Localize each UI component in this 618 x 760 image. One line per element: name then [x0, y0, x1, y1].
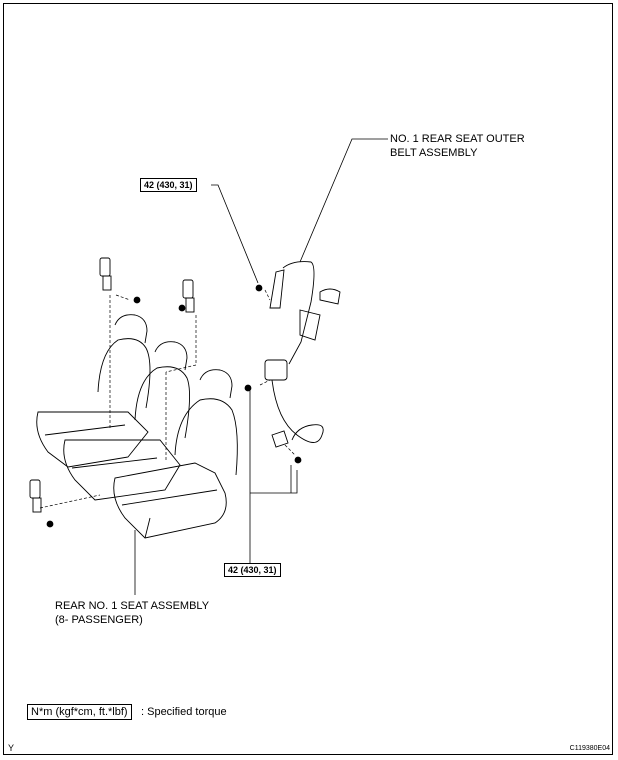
- torque-label-upper: 42 (430, 31): [140, 178, 197, 192]
- belt-assembly-callout-line2: BELT ASSEMBLY: [390, 147, 478, 159]
- torque-legend-unit: N*m (kgf*cm, ft.*lbf): [27, 704, 132, 720]
- footer-code: Y: [8, 743, 15, 753]
- torque-label-lower: 42 (430, 31): [224, 563, 281, 577]
- belt-assembly-callout: NO. 1 REAR SEAT OUTER BELT ASSEMBLY: [390, 132, 525, 160]
- seat-assembly-callout-line1: REAR NO. 1 SEAT ASSEMBLY: [55, 600, 210, 612]
- leader-lines: [134, 138, 388, 595]
- torque-legend-meaning: : Specified torque: [141, 706, 227, 718]
- seat-assembly-callout: REAR NO. 1 SEAT ASSEMBLY (8- PASSENGER): [55, 599, 209, 627]
- figure-frame: [3, 3, 613, 755]
- outer-belt-assembly: [264, 261, 341, 448]
- seat-belt-buckles: [29, 257, 195, 513]
- rear-seat-assembly: [36, 314, 238, 539]
- install-dashes: [39, 289, 296, 509]
- seat-assembly-callout-line2: (8- PASSENGER): [55, 614, 143, 626]
- figure-id: C119380E04: [569, 745, 610, 752]
- bolts: [46, 284, 302, 528]
- belt-assembly-callout-line1: NO. 1 REAR SEAT OUTER: [390, 133, 525, 145]
